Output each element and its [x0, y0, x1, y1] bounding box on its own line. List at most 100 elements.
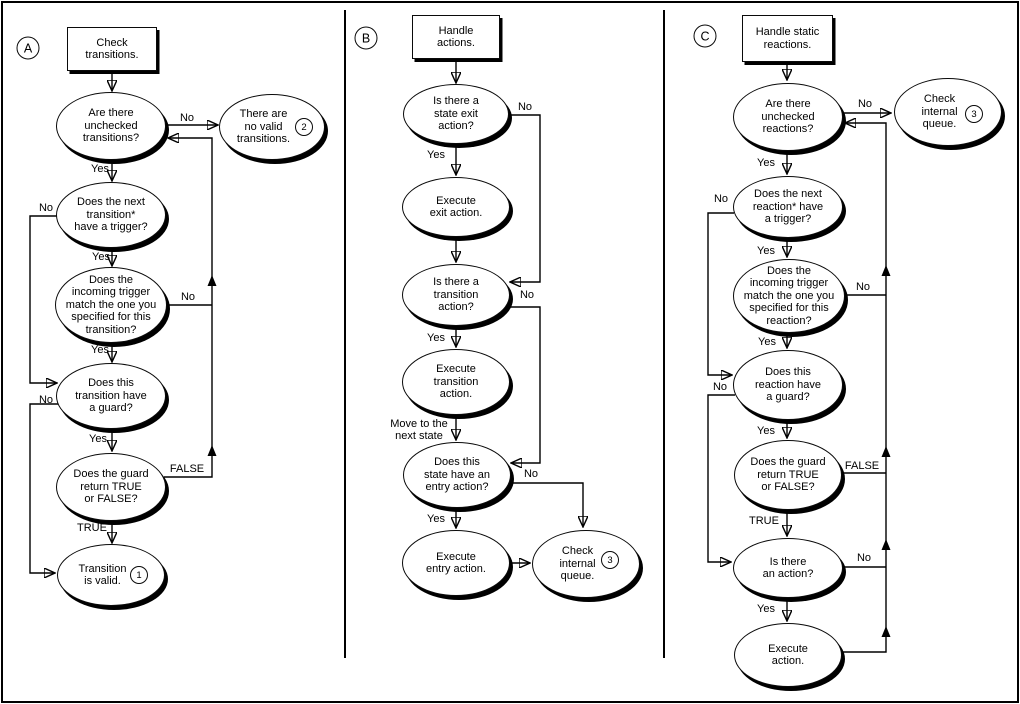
wire-c-no-to-guard — [707, 212, 734, 375]
edge-label-no: No — [517, 101, 533, 113]
edge-label-no: No — [38, 394, 54, 406]
wire-b-no-to-transition-action — [509, 114, 541, 282]
wire-b-no-to-entry-action — [510, 306, 541, 463]
edge-label-yes: Yes — [757, 603, 775, 615]
edge-label-no: No — [180, 291, 196, 303]
edge-label-yes: Yes — [427, 513, 445, 525]
up-arrowhead — [881, 539, 891, 550]
edge-label-no: No — [855, 281, 871, 293]
edge-label-yes: Yes — [427, 149, 445, 161]
up-arrowhead — [881, 626, 891, 637]
edge-label-yes: Yes — [91, 344, 109, 356]
edge-label-yes: Yes — [92, 251, 110, 263]
wire-a-no-to-valid — [29, 403, 58, 573]
wire-c-no-to-action — [707, 394, 735, 562]
edge-label-yes: Yes — [427, 332, 445, 344]
edge-label-yes: Yes — [91, 163, 109, 175]
edge-label-yes: Yes — [757, 157, 775, 169]
panel-divider-bc — [663, 10, 665, 658]
edge-label-no: No — [519, 289, 535, 301]
edge-label-no: No — [857, 98, 873, 110]
panel-c-letter: C — [693, 24, 717, 48]
connector-badge-3: 3 — [601, 551, 619, 569]
edge-label-yes: Yes — [757, 245, 775, 257]
connector-badge-2: 2 — [295, 118, 313, 136]
edge-label-false: FALSE — [169, 463, 205, 475]
edge-label-false: FALSE — [844, 460, 880, 472]
edge-label-no: No — [179, 112, 195, 124]
edge-label-no: No — [523, 468, 539, 480]
wire-b-no-to-check-queue — [510, 482, 583, 526]
up-arrowhead — [207, 445, 217, 456]
connector-badge-1: 1 — [130, 566, 148, 584]
up-arrowhead — [207, 275, 217, 286]
edge-label-yes: Yes — [757, 425, 775, 437]
panel-divider-ab — [344, 10, 346, 658]
edge-label-true: TRUE — [749, 515, 779, 527]
up-arrowhead — [881, 265, 891, 276]
edge-label-yes: Yes — [89, 433, 107, 445]
up-arrowhead — [881, 446, 891, 457]
connector-badge-3: 3 — [965, 105, 983, 123]
wire-a-no-to-guard — [29, 215, 57, 383]
edge-label-no: No — [713, 193, 729, 205]
panel-b-letter: B — [354, 26, 378, 50]
edge-label-yes: Yes — [758, 336, 776, 348]
wire-a-false-feedback — [164, 138, 213, 478]
edge-label-no: No — [38, 202, 54, 214]
edge-label-true: TRUE — [77, 522, 107, 534]
edge-label-no: No — [712, 381, 728, 393]
